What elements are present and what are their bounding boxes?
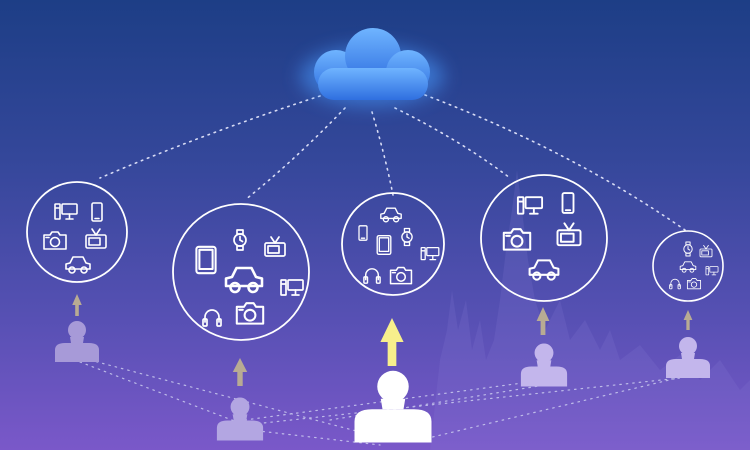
arrow-up-icon: [683, 310, 693, 330]
desktop-computer-icon: [705, 266, 719, 276]
phone-icon: [358, 225, 368, 241]
connector-to-group-4: [394, 107, 511, 179]
phone-icon: [561, 192, 575, 214]
car-icon: [528, 259, 560, 281]
tablet-icon: [195, 245, 217, 275]
headset-icon: [669, 278, 681, 290]
tv-icon: [556, 222, 582, 247]
watch-icon: [401, 227, 413, 247]
car-icon: [679, 261, 697, 273]
headset-icon: [202, 309, 222, 327]
desktop-computer-icon: [280, 279, 304, 296]
skyline-decoration: [430, 170, 750, 450]
watch-icon: [233, 229, 247, 251]
tv-icon: [85, 228, 107, 249]
camera-icon: [43, 231, 67, 250]
user-icon: [216, 397, 264, 441]
device-group-4: [480, 174, 608, 302]
arrow-up-icon: [72, 294, 82, 316]
device-ring: [480, 174, 608, 302]
device-ring: [26, 181, 128, 283]
headset-icon: [363, 268, 381, 284]
device-ring: [341, 192, 445, 296]
device-group-1: [26, 181, 128, 283]
connector-to-group-2: [244, 107, 346, 201]
arrow-up-icon: [380, 318, 404, 366]
tv-icon: [699, 244, 713, 258]
device-ring: [172, 203, 310, 341]
car-icon: [380, 207, 402, 223]
connector-to-group-1: [99, 95, 321, 179]
arrow-up-icon: [232, 358, 248, 386]
device-group-5: [652, 230, 724, 302]
cloud-icon: [300, 28, 444, 106]
user-icon: [666, 337, 710, 378]
cloud-connectors: [99, 94, 686, 231]
watch-icon: [683, 241, 693, 257]
connector-to-group-3: [371, 111, 394, 196]
device-ring: [652, 230, 724, 302]
tablet-icon: [376, 234, 392, 256]
desktop-computer-icon: [54, 203, 78, 220]
device-group-3: [341, 192, 445, 296]
phone-icon: [91, 202, 103, 222]
camera-icon: [235, 302, 265, 325]
tv-icon: [264, 236, 286, 257]
user-icon: [55, 321, 99, 362]
connector-to-group-5: [424, 94, 686, 231]
car-icon: [65, 256, 91, 274]
device-group-2: [172, 203, 310, 341]
camera-icon: [686, 278, 702, 290]
car-icon: [224, 266, 264, 294]
desktop-computer-icon: [420, 246, 440, 261]
camera-icon: [389, 266, 413, 285]
